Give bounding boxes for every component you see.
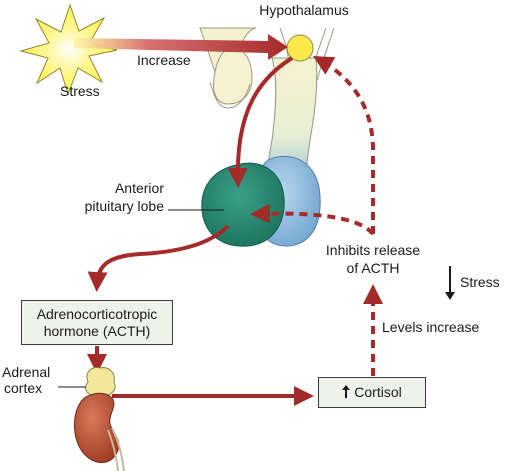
stress-sun-icon [19,3,118,96]
anterior-pituitary-label-line2: pituitary lobe [84,198,164,214]
stress-increase-arrow [74,34,288,60]
adrenal-cortex-gland [85,367,116,397]
cortisol-box: Cortisol [318,377,426,408]
acth-box-line2: hormone (ACTH) [43,323,151,339]
anterior-pituitary-label-line1: Anterior [114,180,164,196]
levels-increase-label: Levels increase [382,319,480,335]
adrenal-cortex-label-line1: Adrenal [2,364,51,380]
cortisol-label: Cortisol [354,384,402,400]
inhibits-release-label-line2: of ACTH [346,260,400,276]
hypothalamus-label: Hypothalamus [259,2,349,18]
renal-vessels [107,427,125,471]
anterior-pituitary-lobe [201,162,285,247]
increase-label: Increase [137,52,191,68]
feedback-to-hypothalamus-arrow [313,56,375,234]
feedback-to-pituitary-arrow [250,203,375,236]
stress-decrease-label: Stress [460,274,500,290]
stress-source-label: Stress [60,83,100,99]
stress-decrease-arrowhead-icon [445,292,455,300]
inhibits-release-label-line1: Inhibits release [325,242,421,258]
pituitary-to-acth-arrow [87,224,230,292]
acth-box-line1: Adrenocorticotropic [36,306,158,322]
hypothalamus-to-pituitary-arrow [227,56,294,188]
up-arrow-icon [342,379,351,398]
hypothalamus-nucleus [286,34,314,62]
adrenal-cortex-label-line2: cortex [4,380,43,396]
acth-box: Adrenocorticotropic hormone (ACTH) [21,300,173,345]
